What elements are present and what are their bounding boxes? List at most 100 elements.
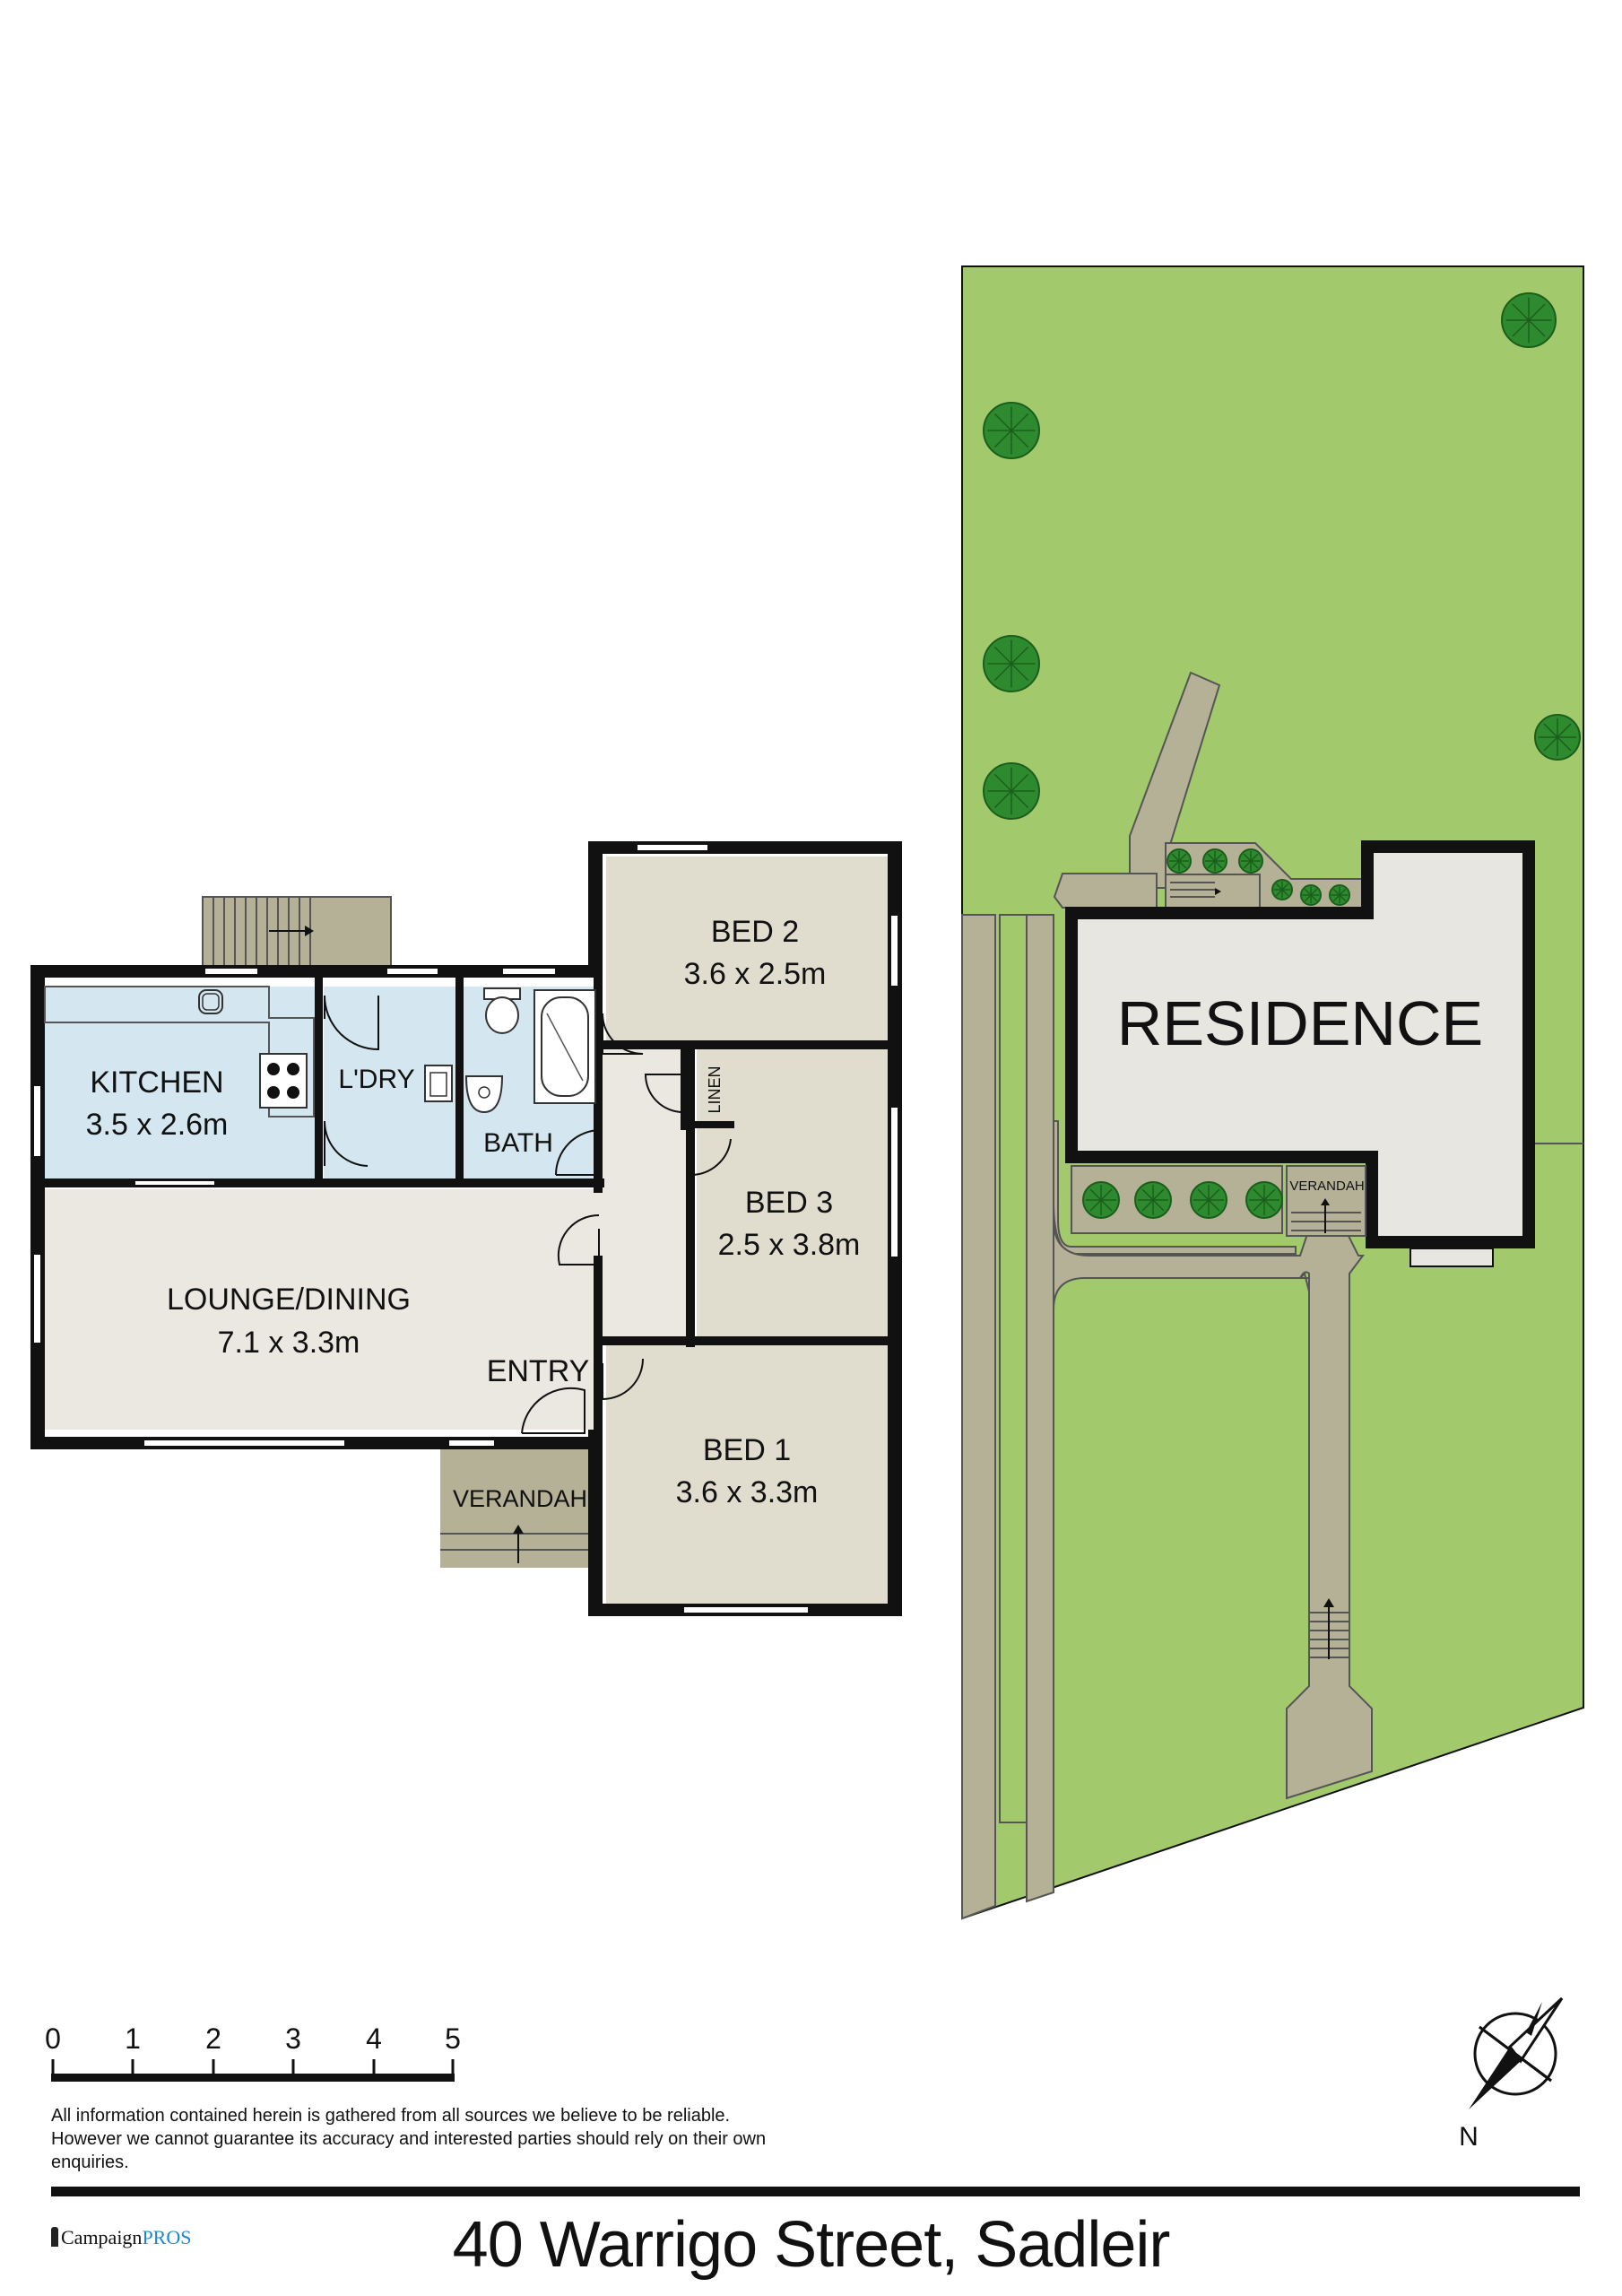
front-path xyxy=(1053,1219,1373,1800)
tree-branch xyxy=(1152,1199,1165,1212)
tree-branch xyxy=(1250,853,1259,862)
tree-branch xyxy=(1207,853,1216,862)
laundry-tub-icon xyxy=(424,1065,453,1102)
bath-label: BATH xyxy=(483,1128,553,1158)
scale-tick-4: 4 xyxy=(366,2022,382,2055)
scale-tick-5: 5 xyxy=(445,2022,461,2055)
tree-branch xyxy=(1208,1188,1220,1201)
laundry-label: L'DRY xyxy=(338,1065,414,1094)
tree-branch xyxy=(1207,860,1216,869)
driveway xyxy=(961,914,1297,1920)
disclaimer: All information contained herein is gath… xyxy=(51,2106,767,2172)
property-address: 40 Warrigo Street, Sadleir xyxy=(452,2209,1171,2281)
tree-branch xyxy=(1557,736,1572,752)
bed2-floor xyxy=(606,857,889,1042)
tree-branch xyxy=(1253,1188,1265,1201)
tree-branch xyxy=(1512,303,1530,321)
verandah-floor xyxy=(440,1446,588,1568)
site-verandah-label: VERANDAH xyxy=(1289,1178,1364,1194)
tree-branch xyxy=(1010,663,1029,682)
campaignpros-logo: CampaignPROS xyxy=(51,2226,191,2249)
cooktop-icon xyxy=(259,1053,308,1109)
windows xyxy=(32,843,899,1614)
tree-branch xyxy=(1263,1188,1276,1201)
tree-branch xyxy=(1100,1188,1113,1201)
tree-branch xyxy=(1304,894,1312,902)
tree-branch xyxy=(1339,894,1347,902)
tree-branch xyxy=(1089,1199,1102,1212)
tree-branch xyxy=(1178,853,1187,862)
tree-branch xyxy=(1304,888,1312,896)
tree-branch xyxy=(1310,888,1318,896)
bed1-size: 3.6 x 3.3m xyxy=(676,1475,819,1509)
residence-label: RESIDENCE xyxy=(1117,988,1483,1058)
tree-branch xyxy=(1141,1188,1154,1201)
lounge-size: 7.1 x 3.3m xyxy=(218,1326,360,1360)
scale-tick-1: 1 xyxy=(125,2022,141,2055)
logo-brand-accent: PROS xyxy=(142,2226,192,2248)
logo-mark-icon xyxy=(51,2227,58,2247)
scale-tick-0: 0 xyxy=(45,2022,61,2055)
tree-branch xyxy=(1010,790,1029,809)
site-plan: VERANDAH RESIDENCE xyxy=(961,265,1584,1920)
tree-branch xyxy=(993,413,1012,431)
tree-branch xyxy=(1089,1188,1102,1201)
tree-branch xyxy=(1332,888,1340,896)
tree-branch xyxy=(1214,853,1223,862)
tree-branch xyxy=(1310,894,1318,902)
tree-branch xyxy=(1512,319,1530,337)
tree-branch xyxy=(1141,1199,1154,1212)
tree-branch xyxy=(1197,1188,1210,1201)
scale-tick-3: 3 xyxy=(285,2022,301,2055)
tree-branch xyxy=(1171,853,1180,862)
lounge-label: LOUNGE/DINING xyxy=(167,1283,411,1317)
tree-branch xyxy=(1339,888,1347,896)
basin-icon xyxy=(464,1075,504,1114)
tree-branch xyxy=(1263,1199,1276,1212)
hall-floor xyxy=(603,1040,689,1345)
tree-branch xyxy=(1243,853,1252,862)
kitchen-sink-icon xyxy=(198,989,223,1014)
tree-branch xyxy=(1253,1199,1265,1212)
tree-branch xyxy=(1557,723,1572,738)
compass-icon: N xyxy=(1459,1996,1564,2152)
tree-branch xyxy=(1197,1199,1210,1212)
bed2-label: BED 2 xyxy=(711,915,799,949)
tree-branch xyxy=(1010,646,1029,665)
tree-branch xyxy=(1543,736,1558,752)
tree-branch xyxy=(993,646,1012,665)
scale-tick-2: 2 xyxy=(205,2022,221,2055)
floor-plan: KITCHEN 3.5 x 2.6m L'DRY BATH LINEN BED … xyxy=(30,841,902,1616)
trees xyxy=(983,292,1581,1219)
tree-branch xyxy=(1543,723,1558,738)
bed3-floor xyxy=(697,1049,889,1338)
logo-brand: Campaign xyxy=(61,2226,143,2248)
tree-branch xyxy=(1171,860,1180,869)
tree-branch xyxy=(1100,1199,1113,1212)
tree-branch xyxy=(1243,860,1252,869)
tree-branch xyxy=(1010,430,1029,448)
footer-rule xyxy=(51,2187,1580,2196)
kitchen-size: 3.5 x 2.6m xyxy=(86,1108,229,1142)
door-swings xyxy=(323,995,732,1434)
verandah-label: VERANDAH xyxy=(453,1485,587,1512)
tree-branch xyxy=(993,773,1012,792)
interior-walls xyxy=(30,978,889,1437)
bed1-floor xyxy=(606,1345,889,1604)
linen-label: LINEN xyxy=(706,1065,724,1113)
rear-landing xyxy=(1053,873,1158,909)
tree-branch xyxy=(1281,889,1289,897)
tree-branch xyxy=(1010,773,1029,792)
tree-branch xyxy=(1275,889,1283,897)
tree-branch xyxy=(1152,1188,1165,1201)
tree-branch xyxy=(1250,860,1259,869)
tree-branch xyxy=(1275,883,1283,891)
kitchen-label: KITCHEN xyxy=(90,1065,223,1100)
tree-branch xyxy=(993,663,1012,682)
tree-branch xyxy=(1214,860,1223,869)
scale-bar: 0 1 2 3 4 5 xyxy=(45,2022,461,2082)
residence-outline xyxy=(1065,840,1535,1248)
tree-branch xyxy=(1178,860,1187,869)
toilet-icon xyxy=(483,987,521,1034)
